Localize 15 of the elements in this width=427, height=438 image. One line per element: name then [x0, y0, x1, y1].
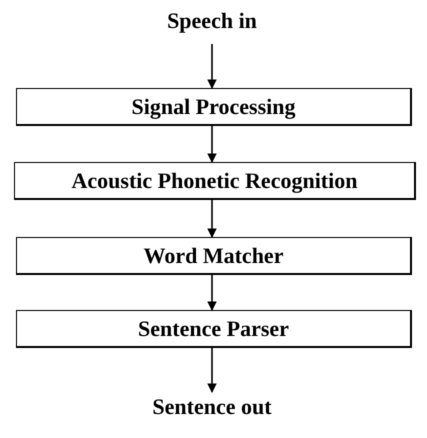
arrow	[207, 275, 217, 311]
arrow	[207, 126, 217, 163]
input-label: Speech in	[167, 8, 257, 34]
box-label: Acoustic Phonetic Recognition	[72, 168, 358, 194]
box-label: Word Matcher	[144, 242, 284, 268]
arrow	[207, 200, 217, 238]
process-box	[16, 310, 412, 348]
arrow	[207, 44, 217, 89]
process-box	[16, 237, 412, 275]
output-label: Sentence out	[152, 394, 272, 420]
box-label: Signal Processing	[131, 94, 296, 120]
process-box	[14, 162, 416, 200]
arrow	[207, 348, 217, 393]
box-label: Sentence Parser	[138, 316, 289, 342]
process-box	[16, 88, 412, 126]
